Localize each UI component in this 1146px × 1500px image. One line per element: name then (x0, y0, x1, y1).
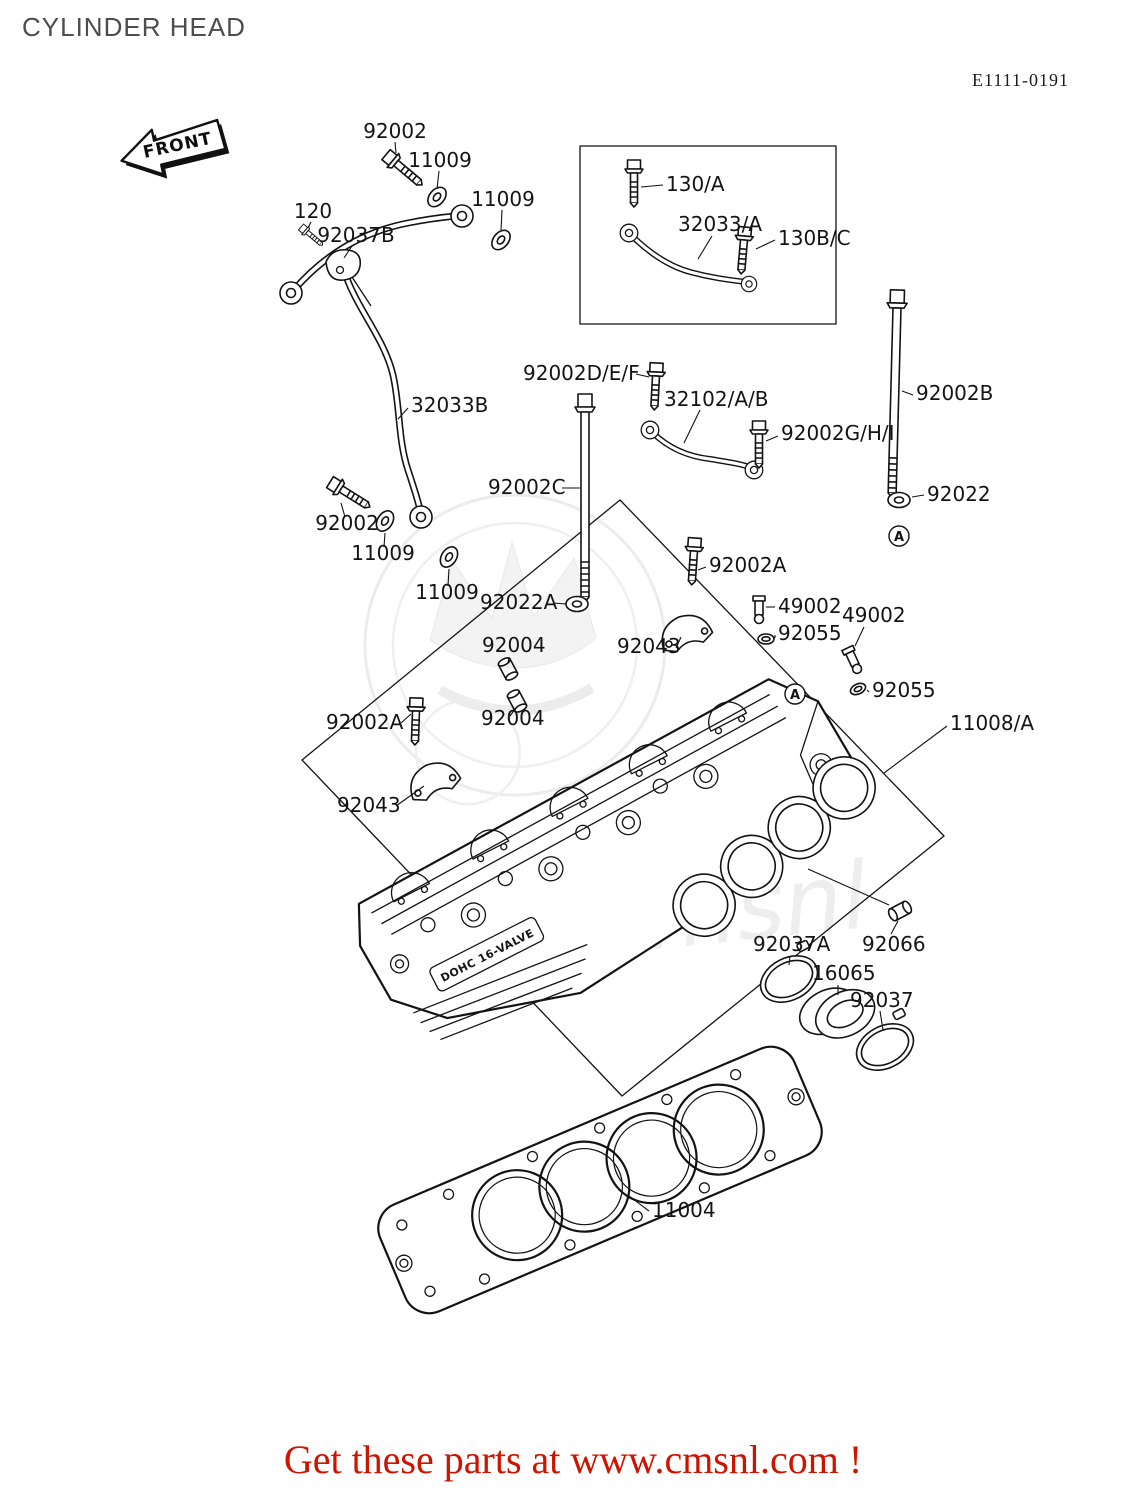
page-title: CYLINDER HEAD (22, 12, 246, 42)
washer-92022 (887, 491, 911, 509)
bolt-92002-lower (324, 473, 376, 516)
part-label-92055: 92055 (872, 678, 936, 702)
footer-banner[interactable]: Get these parts at www.cmsnl.com ! (283, 1437, 863, 1482)
diagram-code: E1111-0191 (972, 70, 1069, 90)
part-label-92055: 92055 (778, 621, 842, 645)
breather-pipe-assembly (640, 361, 769, 480)
part-label-92066: 92066 (862, 932, 926, 956)
callout-frame (301, 499, 945, 1097)
banjo-eye (740, 275, 758, 293)
part-label-92002a: 92002A (709, 553, 787, 577)
part-label-92037b: 92037B (317, 223, 394, 247)
bolt-130a (624, 159, 644, 208)
plug-92066 (885, 899, 915, 923)
part-label-92004: 92004 (482, 633, 546, 657)
part-label-92002: 92002 (363, 119, 427, 143)
part-label-11009: 11009 (351, 541, 415, 565)
oil-pipe-assembly (279, 146, 515, 572)
part-label-92002ghi: 92002G/H/I (781, 421, 895, 445)
oring-92055 (847, 680, 869, 698)
bolt-92002def (644, 361, 667, 412)
banjo-eye (450, 204, 474, 228)
part-label-92002: 92002 (315, 511, 379, 535)
banjo-eye (409, 505, 433, 529)
part-label-49002: 49002 (778, 594, 842, 618)
part-label-92002c: 92002C (488, 475, 566, 499)
part-label-92043: 92043 (337, 793, 401, 817)
inset-subassembly (579, 145, 837, 325)
cylinder-head-drawing: DOHC 16-VALVE (357, 678, 887, 1041)
stud-92002b (881, 288, 909, 499)
part-labels: 92002 11009 11009 120 92037B 130/A 32033… (294, 119, 1034, 1222)
callout-ref-a-2: A (784, 683, 806, 705)
part-label-92002a: 92002A (326, 710, 404, 734)
pipe-eye (640, 420, 660, 440)
oil-nozzle-49002 (841, 644, 866, 677)
ref-a-letter: A (894, 530, 904, 545)
oil-nozzle-49002 (752, 595, 766, 625)
part-label-130a: 130/A (666, 172, 725, 196)
part-label-92022a: 92022A (480, 590, 558, 614)
part-label-11008a: 11008/A (950, 711, 1034, 735)
part-label-11009: 11009 (408, 148, 472, 172)
part-label-92022: 92022 (927, 482, 991, 506)
part-label-16065: 16065 (812, 961, 876, 985)
camshaft-cap-left (401, 753, 464, 806)
part-label-92037a: 92037A (753, 932, 831, 956)
head-gasket-drawing (377, 1045, 823, 1315)
part-label-92004: 92004 (481, 706, 545, 730)
part-label-11009: 11009 (415, 580, 479, 604)
banjo-eye (279, 281, 303, 305)
bolt-92002a-right (681, 536, 705, 587)
washer-92022a (565, 595, 589, 613)
part-label-32033a: 32033/A (678, 212, 762, 236)
part-label-11009: 11009 (471, 187, 535, 211)
part-label-32033b: 32033B (411, 393, 488, 417)
front-arrow-body (120, 118, 227, 176)
part-label-49002: 49002 (842, 603, 906, 627)
oring-92055 (757, 633, 775, 645)
part-label-92037: 92037 (850, 988, 914, 1012)
part-label-92043: 92043 (617, 634, 681, 658)
front-direction-arrow: FRONT (120, 118, 230, 179)
banjo-eye (619, 223, 639, 243)
part-label-130bc: 130B/C (778, 226, 851, 250)
part-label-11004: 11004 (652, 1198, 716, 1222)
part-label-32102ab: 32102/A/B (664, 387, 769, 411)
callout-ref-a-1: A (888, 525, 910, 547)
leader-lines (307, 141, 948, 1212)
part-label-120: 120 (294, 199, 332, 223)
pipe-clamp-92037b (325, 248, 362, 281)
part-label-92002b: 92002B (916, 381, 993, 405)
part-label-92002def: 92002D/E/F (523, 361, 640, 385)
ref-a-letter: A (790, 688, 800, 703)
